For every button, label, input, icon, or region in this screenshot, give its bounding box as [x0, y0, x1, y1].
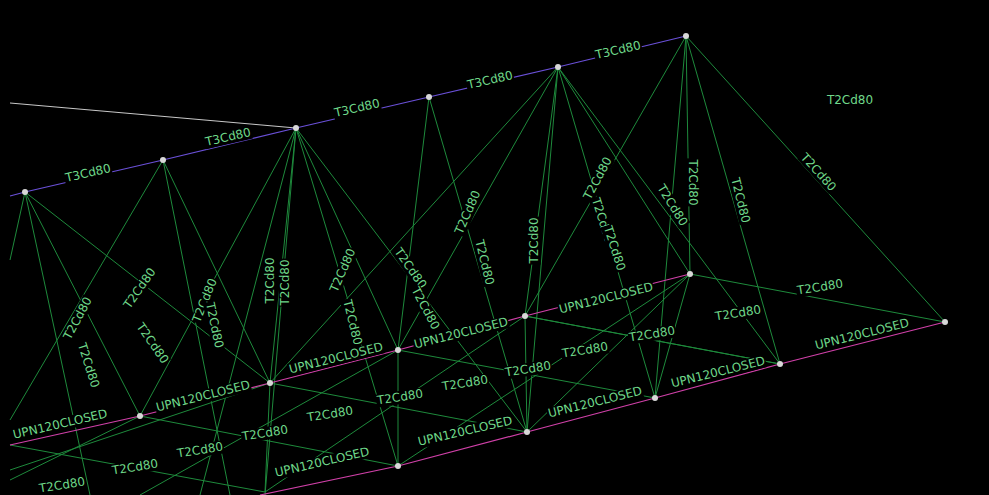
- member-label: T3Cd80: [332, 96, 382, 120]
- member-label: T2Cd80: [503, 359, 553, 379]
- member-label: UPN120CLOSED: [557, 280, 656, 316]
- member-label: T2Cd80: [327, 245, 358, 294]
- member-label: T2Cd80: [37, 475, 87, 495]
- member-label: T2Cd80: [133, 320, 171, 367]
- member-label: T2Cd80: [408, 284, 442, 333]
- member-label: T2Cd80: [278, 258, 291, 306]
- member-label: T2Cd80: [305, 404, 355, 424]
- member-label: T3Cd80: [63, 161, 113, 185]
- member-label: T2Cd80: [713, 303, 763, 323]
- member-label: T3Cd80: [465, 68, 515, 92]
- member-label: T2Cd80: [797, 150, 839, 195]
- member-label: UPN120CLOSED: [11, 407, 110, 442]
- member-label: UPN120CLOSED: [546, 384, 645, 420]
- member-label: T3Cd80: [593, 38, 643, 62]
- member-label: T2Cd80: [600, 223, 627, 273]
- member-label: T2Cd80: [560, 340, 610, 360]
- member-label: T2Cd80: [175, 440, 225, 460]
- member-label: T2Cd80: [203, 300, 226, 350]
- member-label: T2Cd80: [440, 373, 490, 393]
- member-label: T2Cd80: [74, 340, 101, 390]
- member-label: T2Cd80: [263, 256, 276, 304]
- member-label: T2Cd80: [795, 277, 845, 297]
- member-label: T2Cd80: [340, 297, 364, 347]
- member-label: UPN120CLOSED: [154, 378, 253, 414]
- member-label: T2Cd80: [826, 94, 874, 107]
- member-label: UPN120CLOSED: [416, 414, 515, 449]
- member-label: T2Cd80: [110, 457, 160, 477]
- member-label: T3Cd80: [203, 125, 253, 149]
- member-label: T2Cd80: [527, 216, 540, 264]
- member-label: T2Cd80: [728, 175, 752, 225]
- member-label: T2Cd80: [375, 387, 425, 407]
- member-label: T2Cd80: [685, 158, 698, 206]
- member-label: T2Cd80: [472, 237, 496, 287]
- member-label: UPN120CLOSED: [287, 340, 386, 376]
